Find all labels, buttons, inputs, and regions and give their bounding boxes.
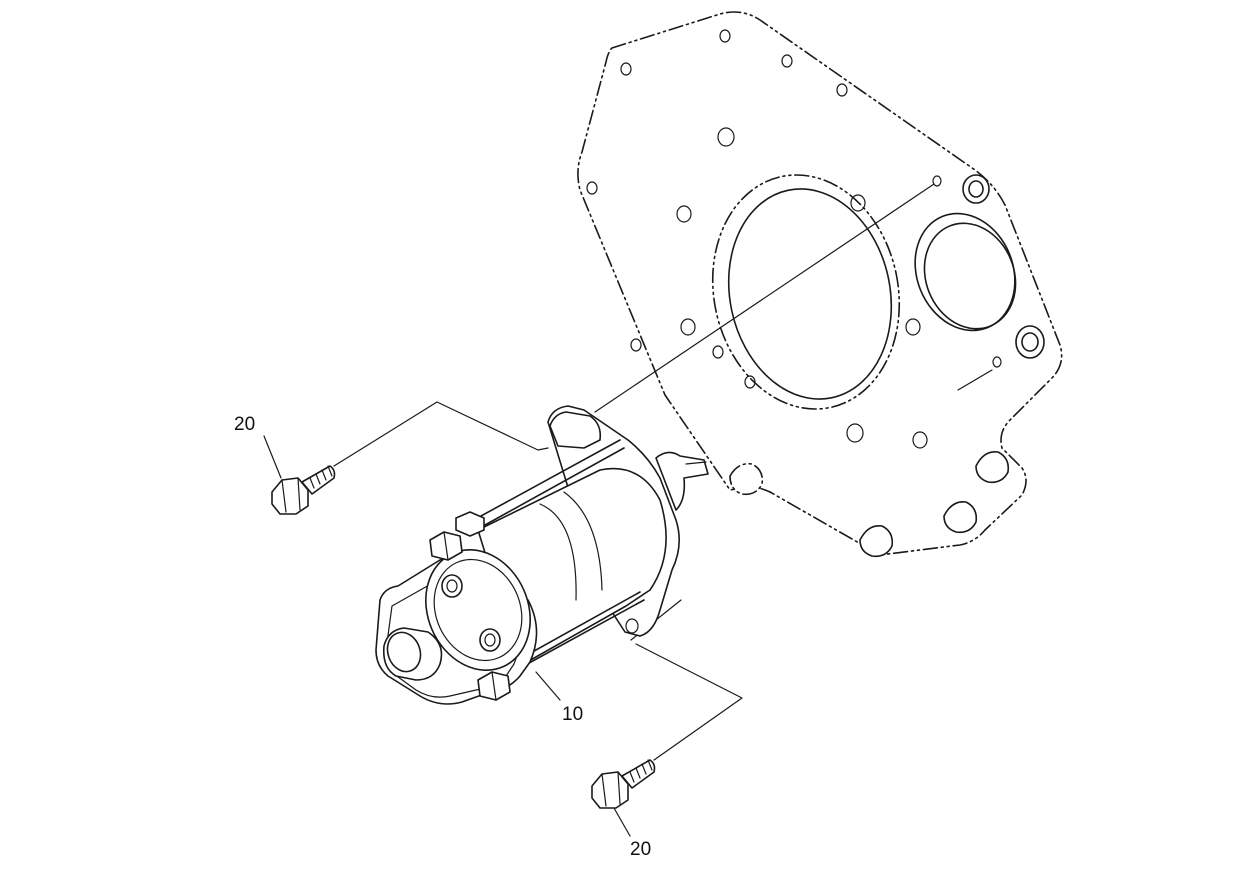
bolt-lower xyxy=(591,759,656,809)
callout-20-upper-bolt: 20 xyxy=(234,414,255,435)
starter-motor xyxy=(375,405,709,705)
leader-lines xyxy=(263,401,743,837)
callout-20-lower-bolt: 20 xyxy=(630,839,651,860)
flywheel-housing-plate xyxy=(577,11,1063,558)
bolt-upper xyxy=(271,465,336,515)
callout-10-starter-motor: 10 xyxy=(562,704,583,725)
